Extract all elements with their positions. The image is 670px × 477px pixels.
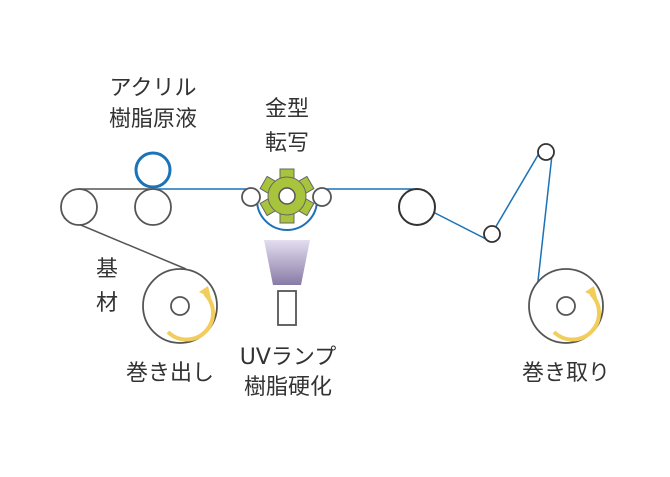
rotation-arrow-icon <box>552 292 602 342</box>
tension-roller-1 <box>483 225 501 243</box>
mold-label-2: 転写 <box>265 131 309 156</box>
guide-roller-3 <box>398 188 436 226</box>
unwind-label: 巻き出し <box>126 361 214 386</box>
guide-roller-1 <box>60 188 98 226</box>
film-wrap-arc <box>256 199 318 231</box>
substrate-line-feed <box>63 217 187 270</box>
acrylic-label-2: 樹脂原液 <box>109 107 197 132</box>
film-path-rewind <box>432 149 553 291</box>
nip-roller-right <box>312 187 332 207</box>
mold-label-1: 金型 <box>265 97 309 122</box>
mold-gear-icon <box>259 168 315 224</box>
resin-cure-label: 樹脂硬化 <box>244 375 332 400</box>
substrate-label-1: 基 <box>96 257 118 282</box>
nip-roller-left <box>241 187 261 207</box>
resin-supply-roller <box>134 151 172 189</box>
guide-roller-2 <box>134 188 172 226</box>
rewind-label: 巻き取り <box>522 361 610 386</box>
rotation-arrow-icon <box>166 292 216 342</box>
unwind-roll <box>142 268 218 344</box>
uv-light-beam <box>264 240 310 285</box>
substrate-label-2: 材 <box>96 291 118 316</box>
acrylic-label-1: アクリル <box>110 76 197 101</box>
uv-lamp-icon <box>277 290 297 326</box>
uv-lamp-label: UVランプ <box>240 345 337 370</box>
tension-roller-2 <box>537 143 555 161</box>
rewind-roll <box>528 268 604 344</box>
